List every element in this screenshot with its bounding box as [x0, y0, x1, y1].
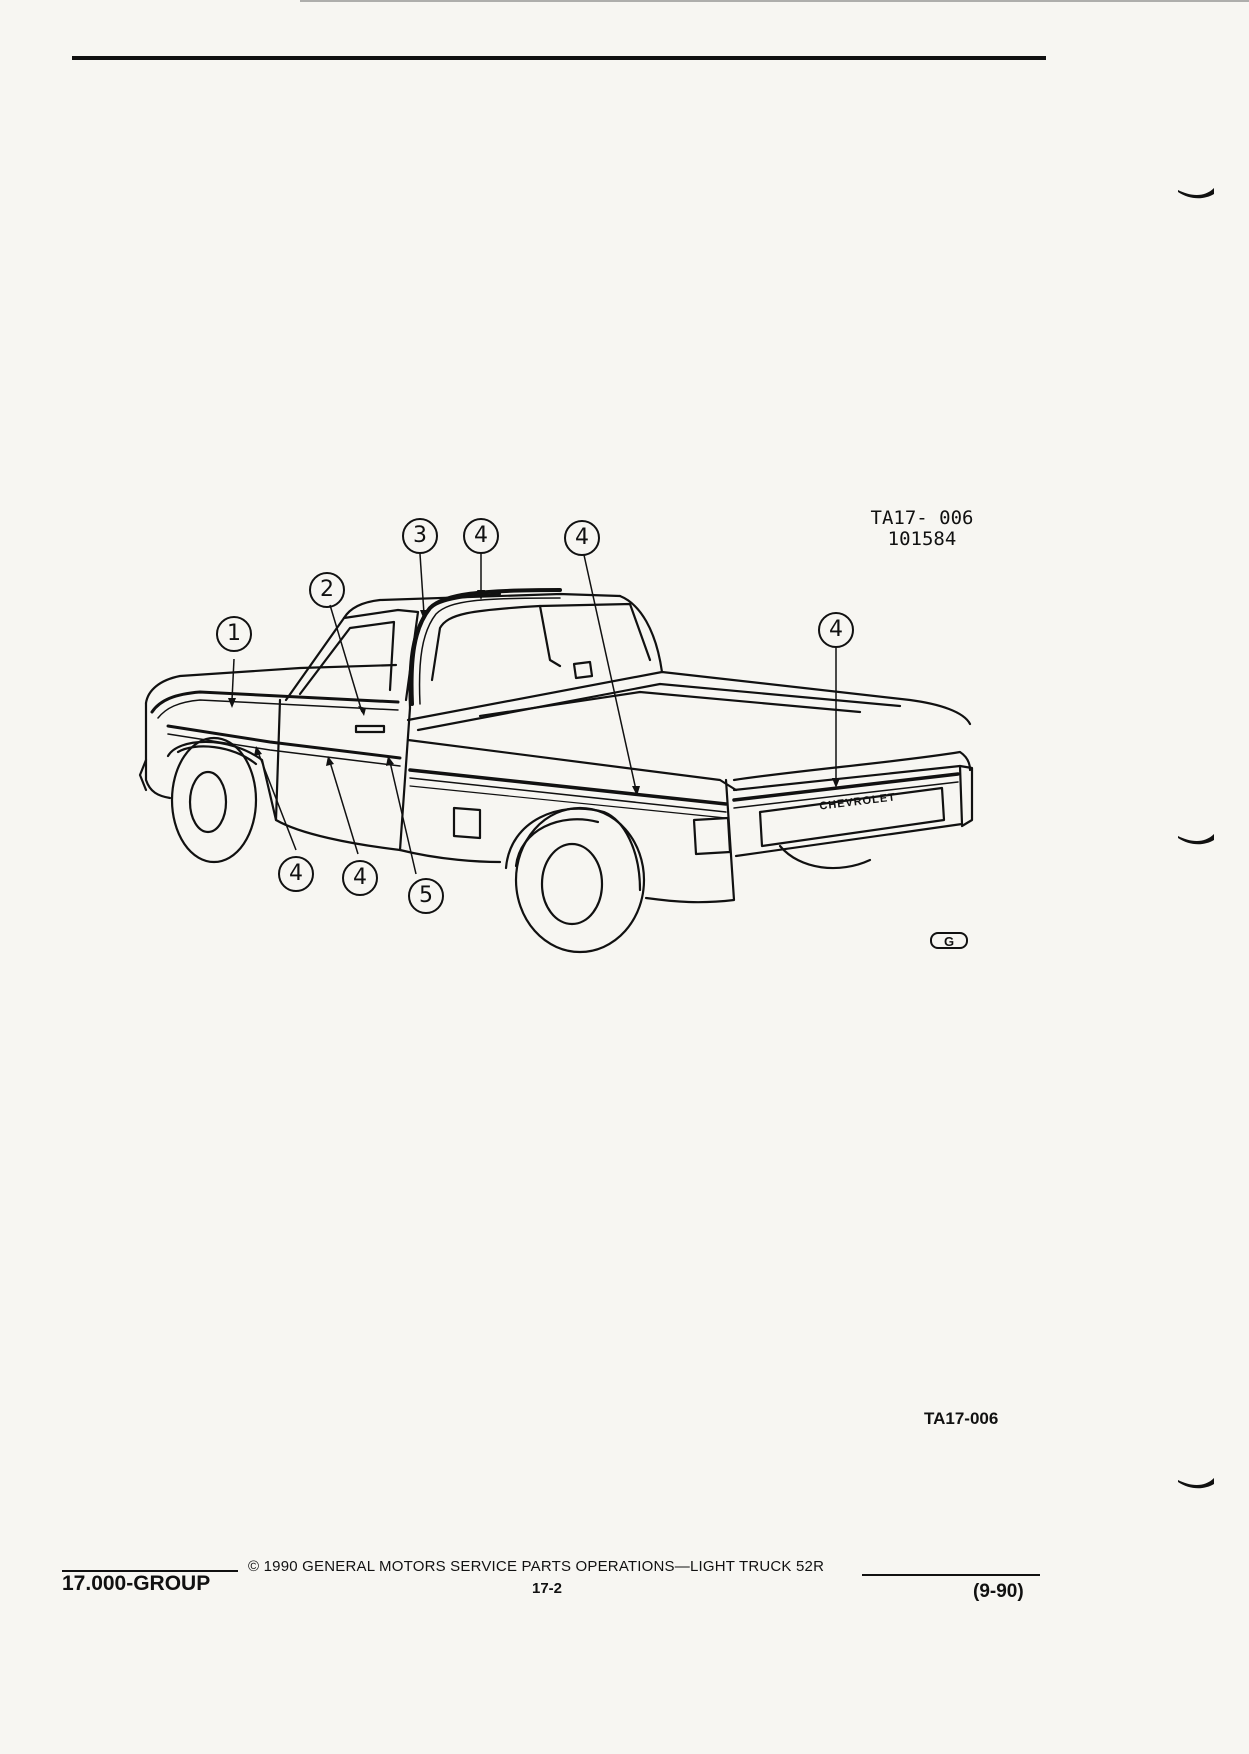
tail-lamp [692, 816, 732, 856]
tailgate-badge: CHEVROLET [819, 791, 897, 812]
leader-lines [231, 553, 837, 875]
footer-rule-right [862, 1574, 1040, 1576]
callout-4-roof: 4 [463, 518, 499, 554]
punch-mark-icon [1178, 188, 1214, 199]
tailgate-panel [758, 786, 946, 848]
leader-2 [329, 604, 363, 713]
gm-logo-icon: G [930, 932, 968, 949]
bed-stripe-2 [409, 777, 727, 813]
rear-wheel-arch [504, 807, 642, 892]
callout-5: 5 [408, 878, 444, 914]
callout-4-door: 4 [342, 860, 378, 896]
rear-bumper [958, 764, 974, 828]
page-edge-line [300, 0, 1249, 2]
leader-1 [231, 658, 235, 701]
callout-1: 1 [216, 616, 252, 652]
callout-4-cab: 4 [564, 520, 600, 556]
tailgate-outline [732, 764, 964, 858]
front-wheel-arch-inner [176, 745, 258, 766]
bed-side-top [406, 738, 738, 792]
front-bumper [138, 758, 148, 792]
front-wheel-arch [166, 740, 278, 822]
rear-right-wheel [778, 844, 872, 870]
front-wheel-hub [188, 770, 228, 834]
roof-stripe-2 [418, 597, 561, 705]
callout-4-tailgate: 4 [818, 612, 854, 648]
leader-4-door [329, 761, 359, 855]
callout-3: 3 [402, 518, 438, 554]
footer-group: 17.000-GROUP [62, 1572, 211, 1595]
leader-4-fender [257, 751, 297, 851]
figure-code: TA17- 006 101584 [862, 508, 982, 550]
roof-stripe-1 [409, 588, 562, 706]
leader-3 [419, 553, 425, 615]
header-rule [72, 56, 1046, 60]
punch-mark-icon [1178, 834, 1214, 845]
cab-rear-window-pillar [538, 604, 562, 668]
bed-stripe-3 [409, 785, 727, 819]
bed-stripe-1 [408, 768, 728, 806]
bed-top-rail [406, 670, 972, 726]
roof-front [342, 592, 622, 620]
front-wheel [170, 736, 258, 864]
figure-code-line1: TA17- 006 [870, 507, 974, 529]
svg-text:G: G [944, 934, 954, 949]
mirror [572, 660, 594, 680]
punch-mark-icon [1178, 1478, 1214, 1489]
cab-back-side [618, 594, 664, 674]
figure-code-line2: 101584 [887, 528, 957, 550]
tailgate-stripe-2 [733, 781, 959, 809]
body-line-lower-2 [167, 733, 401, 767]
fender-stripe-upper-2 [157, 699, 399, 719]
footer-revision: (9-90) [973, 1581, 1024, 1602]
windshield-glass [298, 620, 396, 696]
leader-arrows [228, 590, 840, 796]
rear-wheel-hub [540, 842, 604, 926]
footer-rule-left [62, 1570, 238, 1572]
fuel-door [452, 806, 482, 840]
leader-5 [389, 761, 417, 875]
bed-rear-corner [644, 778, 736, 904]
callout-2: 2 [309, 572, 345, 608]
tailgate-top-rail [732, 750, 972, 782]
bed-top-rail-inner [416, 682, 902, 732]
front-fascia [144, 701, 172, 800]
figure-label: TA17-006 [924, 1409, 999, 1428]
bed-side-bottom [398, 848, 502, 864]
fender-stripe-upper [150, 690, 400, 714]
callout-4-fender: 4 [278, 856, 314, 892]
door-handle [354, 724, 386, 734]
tailgate-stripe-1 [732, 772, 960, 802]
footer-copyright: © 1990 GENERAL MOTORS SERVICE PARTS OPER… [248, 1558, 825, 1575]
rear-wheel-arch-inner [514, 818, 600, 868]
leader-4-cab [583, 554, 637, 791]
bed-inner-front [478, 690, 862, 718]
footer-page-number: 17-2 [532, 1580, 563, 1597]
door-outline [274, 698, 412, 852]
body-line-lower [166, 724, 402, 760]
hood-outline [144, 663, 398, 705]
